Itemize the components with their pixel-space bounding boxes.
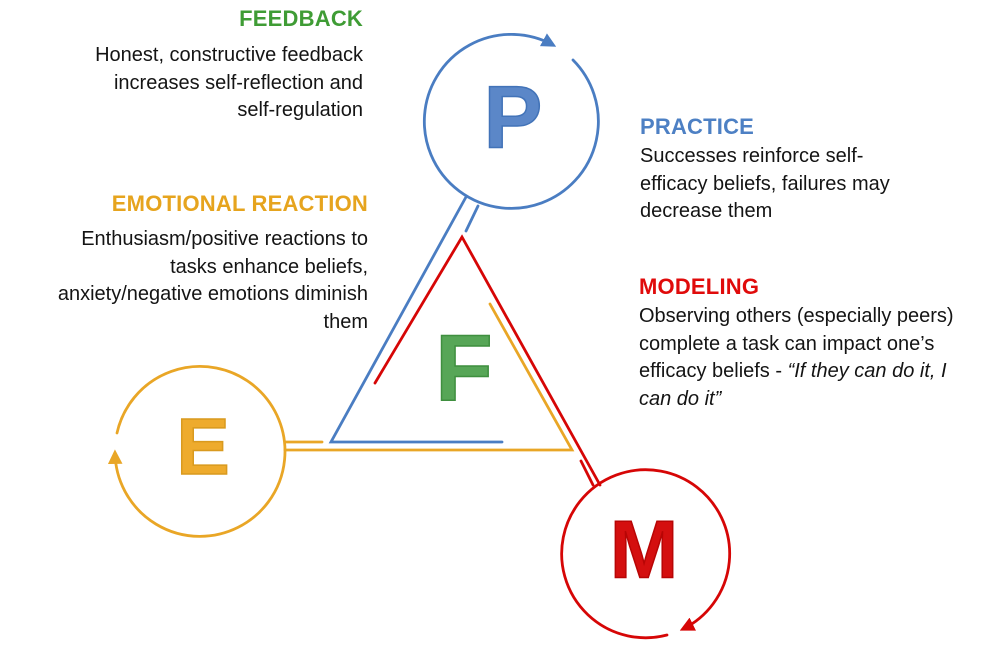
practice-text-line: Successes reinforce self- [640, 145, 864, 167]
practice-node-letter: P [483, 67, 543, 167]
emotional-reaction-text-line: tasks enhance beliefs, [170, 255, 368, 278]
feedback-node-letter: F [435, 315, 494, 421]
feedback-block: FEEDBACK Honest, constructive feedback i… [0, 7, 363, 125]
feedback-text-line: Honest, constructive feedback [95, 44, 363, 66]
emotional-reaction-text-line: Enthusiasm/positive reactions to [81, 228, 368, 250]
modeling-text-line: complete a task can impact one’s [639, 332, 935, 355]
emotional-reaction-title: EMOTIONAL REACTION [111, 191, 368, 216]
modeling-node-letter: M [609, 504, 679, 596]
emotional-cycle-circle [107, 364, 287, 538]
feedback-text-line: increases self-reflection and [113, 71, 363, 94]
modeling-cycle-circle [560, 468, 732, 640]
modeling-title: MODELING [639, 274, 760, 299]
modeling-quote-italic: “If they can do it, I [787, 360, 947, 382]
emotional-node-letter: E [176, 401, 231, 491]
emotional-reaction-text-line: anxiety/negative emotions diminish [57, 283, 368, 305]
triangle-side-blue [328, 195, 504, 444]
triangle-side-red [373, 234, 602, 487]
practice-text-line: decrease them [640, 200, 773, 222]
practice-block: PRACTICE Successes reinforce self- effic… [640, 115, 980, 226]
emotional-reaction-text-line: them [323, 310, 368, 333]
triangle-side-yellow [283, 302, 575, 452]
feedback-text-line: self-regulation [237, 99, 363, 121]
modeling-text-line: efficacy beliefs - “If they can do it, I [639, 358, 986, 386]
practice-title: PRACTICE [640, 114, 755, 139]
modeling-quote-italic: can do it” [639, 387, 722, 410]
practice-cycle-circle [423, 33, 600, 210]
practice-connector-stub [464, 204, 480, 233]
modeling-text-regular: efficacy beliefs - [639, 360, 788, 382]
practice-text-line: efficacy beliefs, failures may [640, 172, 890, 195]
emotional-reaction-block: EMOTIONAL REACTION Enthusiasm/positive r… [0, 192, 368, 336]
modeling-text-line: Observing others (especially peers) [639, 305, 954, 327]
modeling-connector-stub [579, 459, 595, 487]
modeling-block: MODELING Observing others (especially pe… [639, 275, 986, 413]
feedback-title: FEEDBACK [239, 6, 363, 31]
